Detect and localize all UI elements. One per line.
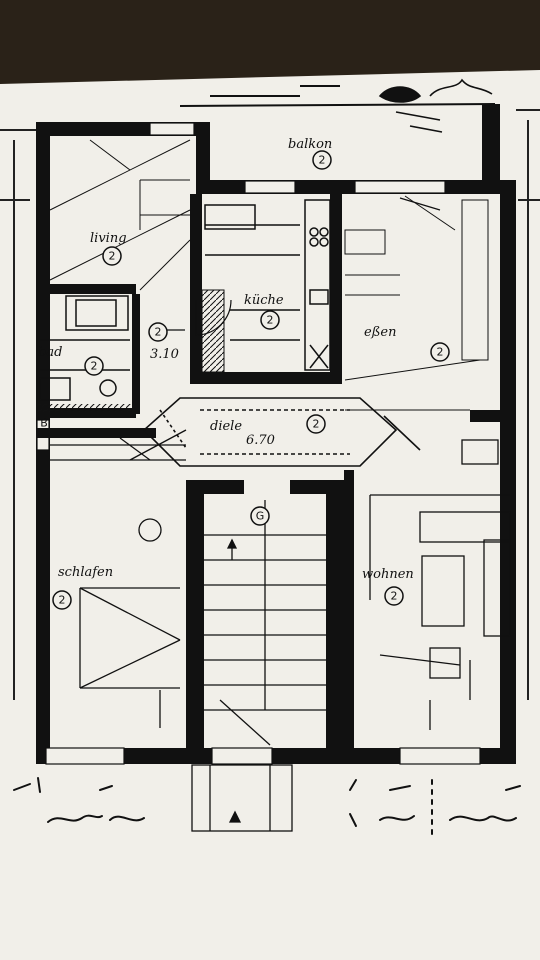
room-tag-circle-hall xyxy=(306,414,326,434)
interior-walls xyxy=(36,194,500,762)
bedroom-furniture xyxy=(50,429,187,728)
room-label-kitchen: küche xyxy=(244,293,284,308)
room-tag-circle-bedroom xyxy=(52,590,72,610)
balcony-outline xyxy=(179,85,496,107)
room-tag-circle-bath xyxy=(84,356,104,376)
room-tag-wc: 2 xyxy=(155,326,162,339)
room-tag-circle-livingroom xyxy=(384,586,404,606)
room-tag-circle-dining xyxy=(430,342,450,362)
outer-walls xyxy=(36,104,516,764)
windows xyxy=(36,122,481,765)
livingroom-furniture xyxy=(369,439,511,730)
room-tag-bedroom: 2 xyxy=(59,594,66,607)
room-tag-hall: 2 xyxy=(313,418,320,431)
corridor-dimension: 3.10 xyxy=(150,347,179,362)
kitchen-fixtures xyxy=(204,199,331,371)
hall-outline xyxy=(142,397,421,467)
room-tag-circle-stair xyxy=(250,506,270,526)
room-tag-bath: 2 xyxy=(91,360,98,373)
room-tag-stair: G xyxy=(256,510,265,523)
room-tag-circle-living xyxy=(102,246,122,266)
room-label-balkon: balkon xyxy=(288,137,332,152)
living-furniture xyxy=(49,139,191,291)
room-tag-balkon: 2 xyxy=(319,154,326,167)
dining-furniture xyxy=(344,195,489,411)
small-label-b: B xyxy=(40,417,48,430)
room-label-living: living xyxy=(90,231,127,246)
room-tag-circle-balkon xyxy=(312,150,332,170)
hall-dimension: 6.70 xyxy=(246,433,275,448)
bath-fixtures xyxy=(39,295,130,411)
outer-lines xyxy=(0,109,540,700)
room-tag-living: 2 xyxy=(109,250,116,263)
room-tag-dining: 2 xyxy=(437,346,444,359)
top-right-scribble xyxy=(378,78,493,133)
bottom-scribbles xyxy=(13,777,521,837)
stairwell xyxy=(191,500,326,832)
room-label-dining: eßen xyxy=(364,325,396,340)
room-label-livingroom: wohnen xyxy=(362,567,414,582)
room-tag-circle-kitchen xyxy=(260,310,280,330)
room-label-hall: diele xyxy=(210,419,242,434)
room-tag-livingroom: 2 xyxy=(391,590,398,603)
room-label-bath: bad xyxy=(38,345,62,360)
room-tag-kitchen: 2 xyxy=(267,314,274,327)
room-tag-circle-wc xyxy=(148,322,168,342)
room-label-bedroom: schlafen xyxy=(58,565,113,580)
